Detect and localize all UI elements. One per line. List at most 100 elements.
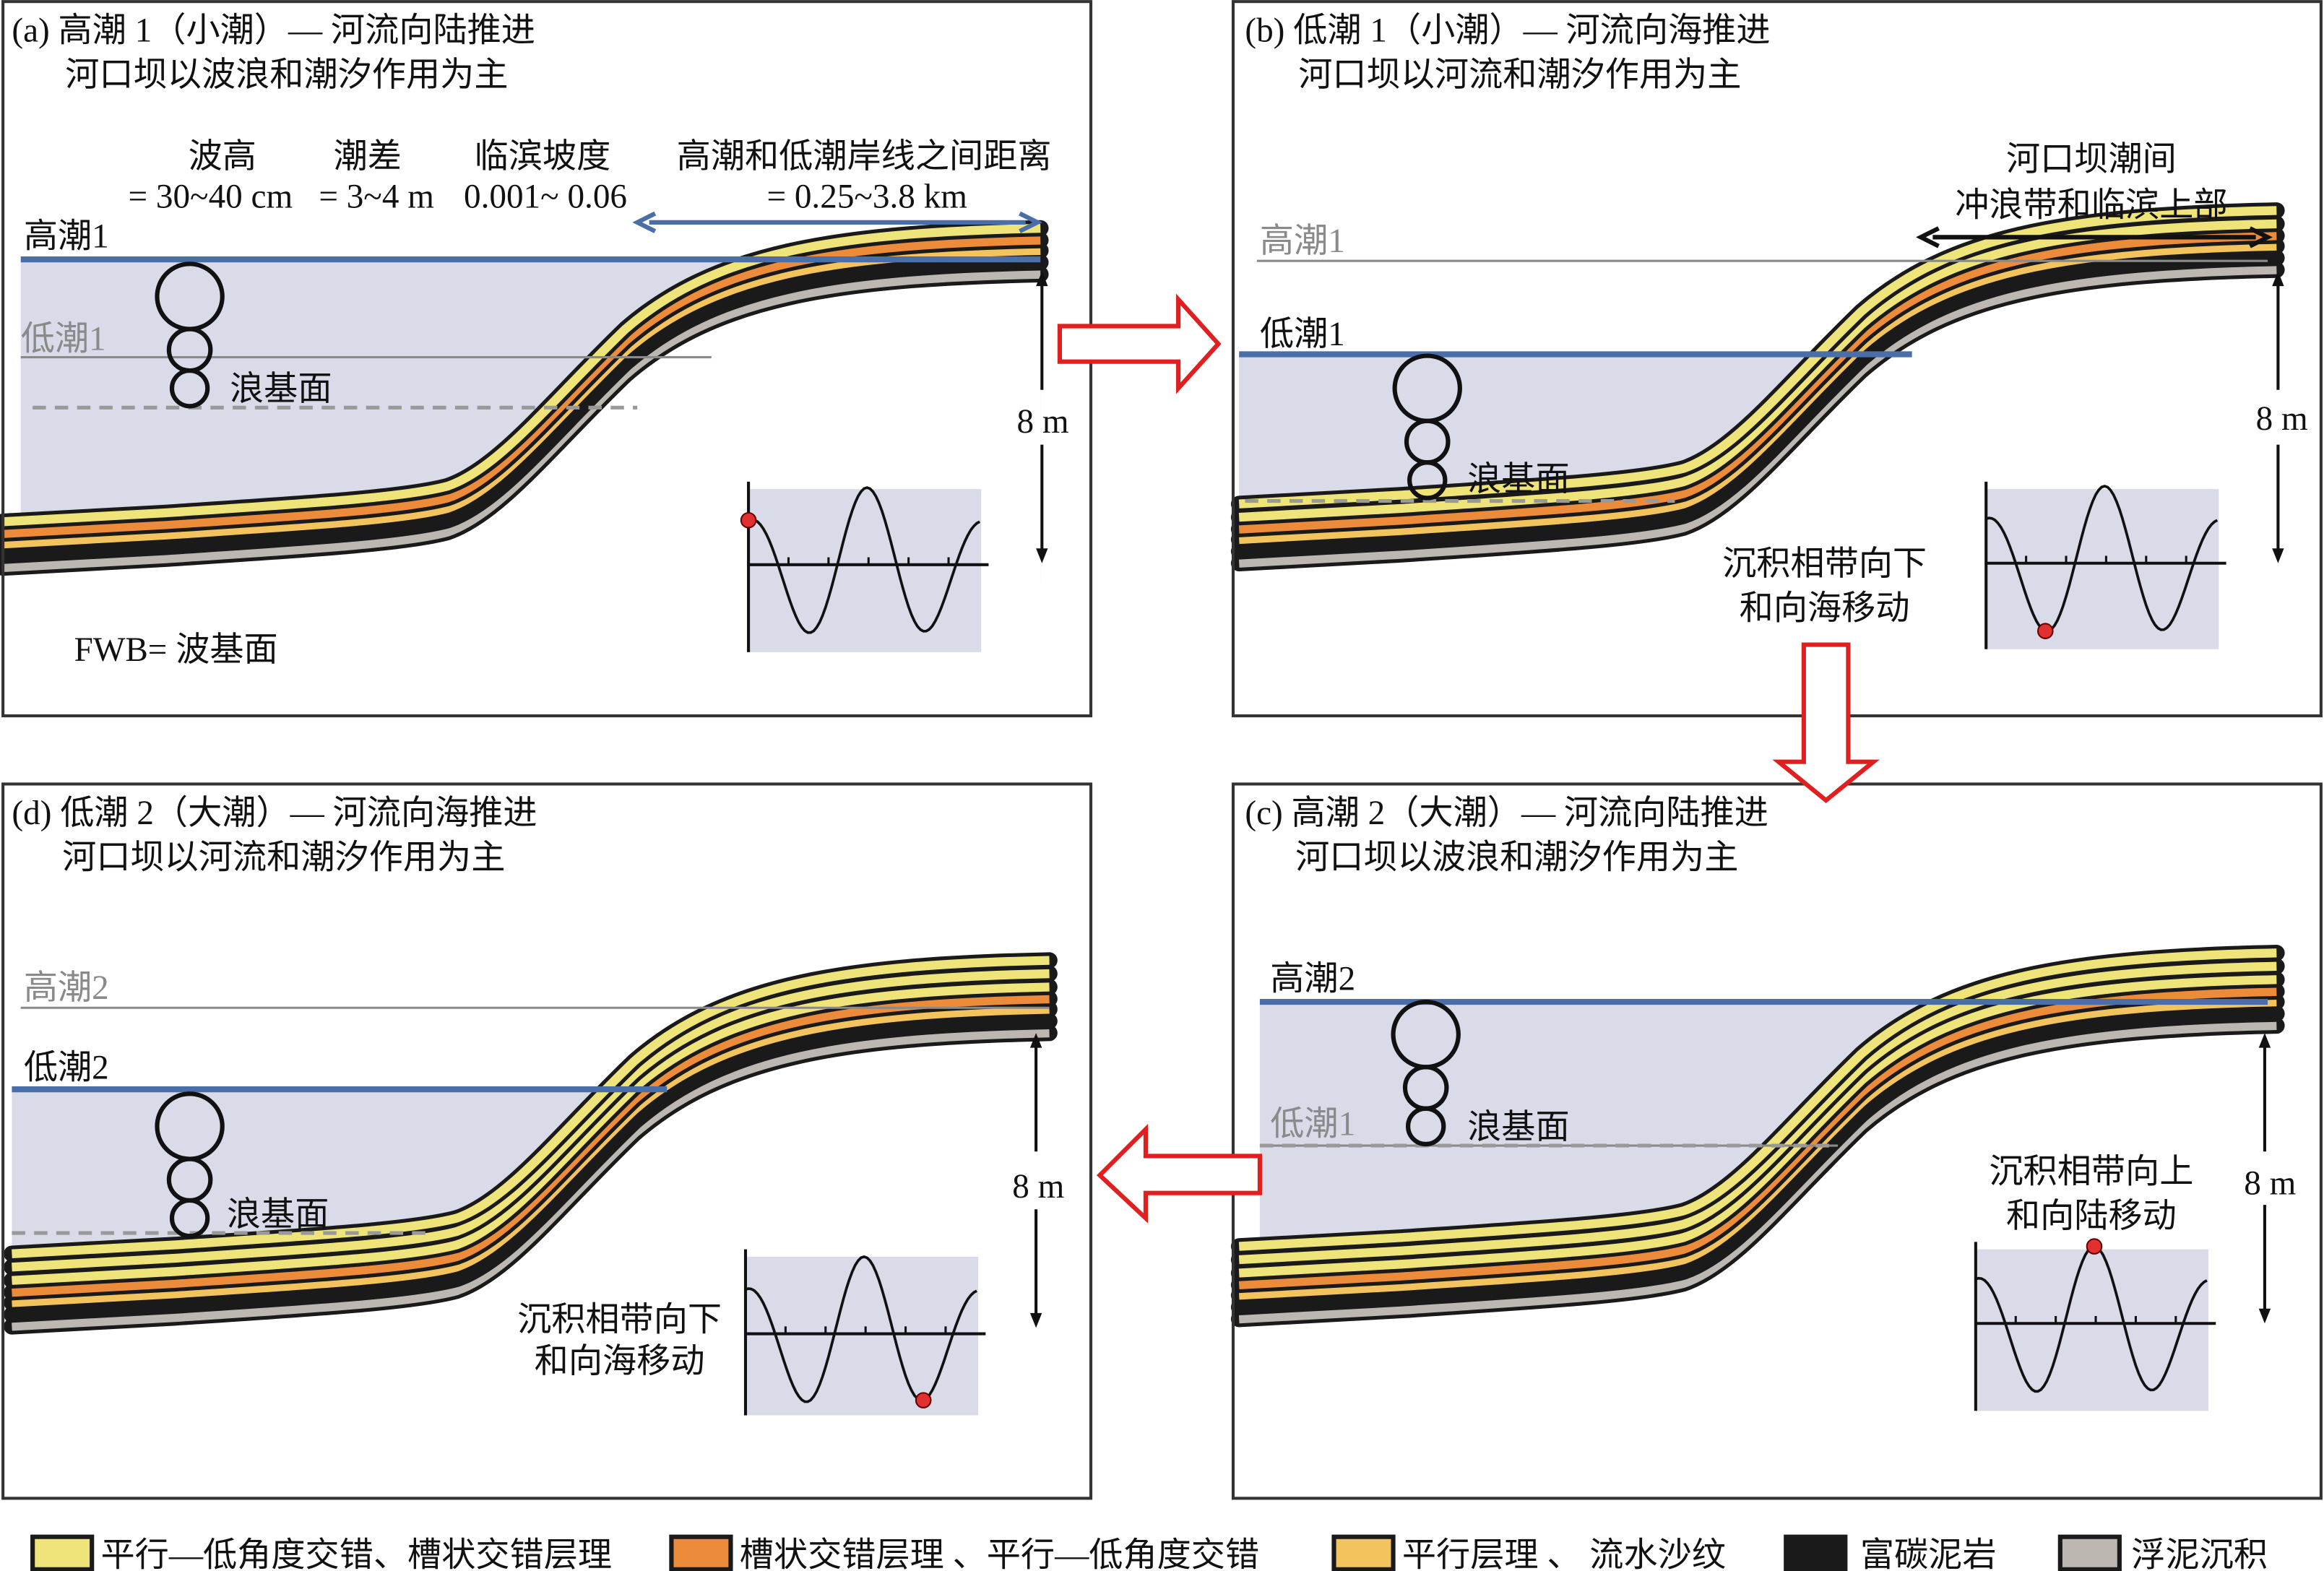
tide-curve xyxy=(1985,485,2219,633)
sediment-layer xyxy=(1238,1021,2277,1324)
arrowhead-icon xyxy=(2272,548,2284,563)
sediment-layer xyxy=(12,994,1050,1297)
panel-c xyxy=(1230,945,2285,1411)
arrowhead-icon xyxy=(1029,1312,1042,1328)
shift-label: 沉积相带向下 xyxy=(517,1302,722,1339)
legend-swatch-yellow xyxy=(30,1534,95,1571)
legend-swatch-grey xyxy=(2057,1534,2122,1571)
panel-c-title: (c) 高潮 2（大潮）— 河流向陆推进 xyxy=(1245,795,1768,832)
panel-d-title: (d) 低潮 2（大潮）— 河流向海推进 xyxy=(12,795,537,832)
arrow-b-to-c-icon xyxy=(1772,642,1880,803)
shift-label: 沉积相带向下 xyxy=(1722,545,1927,583)
arrow-a-to-b-icon xyxy=(1057,293,1222,394)
arrowhead-icon xyxy=(1916,226,1940,248)
height-label: 8 m xyxy=(1016,403,1068,441)
tide-curve-inset xyxy=(1984,481,2226,649)
legend-label: 浮泥沉积 xyxy=(2131,1537,2268,1571)
panel-c-subtitle: 河口坝以波浪和潮汐作用为主 xyxy=(1295,839,1738,876)
low-tide-label: 低潮1 xyxy=(1260,316,1345,353)
param-value: 0.001~ 0.06 xyxy=(464,178,627,215)
high-tide-label: 高潮2 xyxy=(24,969,109,1007)
param-label: 高潮和低潮岸线之间距离 xyxy=(677,138,1052,176)
wave-base-label: 浪基面 xyxy=(1467,1109,1570,1146)
legend-swatch-orange xyxy=(669,1534,733,1571)
arrowhead-icon xyxy=(1029,1033,1042,1048)
wave-orbital-circle xyxy=(169,368,210,409)
panel-b-frame xyxy=(1231,0,2323,718)
legend-swatch-light-orange xyxy=(1331,1534,1396,1571)
sediment-layer xyxy=(1238,1009,2277,1312)
inset-background xyxy=(745,1256,979,1416)
wave-orbital-circle xyxy=(1407,460,1448,501)
param-value: = 30~40 cm xyxy=(128,178,293,215)
high-tide-label: 高潮2 xyxy=(1270,961,1355,998)
arrowhead-icon xyxy=(2272,271,2284,287)
wave-orbital-circle xyxy=(1405,1106,1446,1147)
panel-d-frame xyxy=(1,782,1093,1500)
panel-d-subtitle: 河口坝以河流和潮汐作用为主 xyxy=(62,839,505,876)
inset-background xyxy=(1986,489,2219,649)
wave-base-label: 浪基面 xyxy=(1467,461,1570,498)
tide-stage-dot xyxy=(2037,623,2054,639)
shift-label: 和向海移动 xyxy=(1740,590,1910,628)
tide-curve xyxy=(748,486,981,634)
sediment-layer xyxy=(1238,987,2277,1290)
sediment-layer xyxy=(1238,975,2277,1278)
sediment-layer xyxy=(2,258,1041,561)
zone-label: 河口坝潮间 xyxy=(2006,141,2177,178)
tide-curve-inset xyxy=(740,481,989,652)
height-label: 8 m xyxy=(2256,400,2308,438)
arrowhead-icon xyxy=(2258,1308,2271,1324)
legend: 平行—低角度交错、槽状交错层理 槽状交错层理 、平行—低角度交错 平行层理 、 … xyxy=(30,1534,2268,1571)
arrowhead-icon xyxy=(2258,1033,2271,1048)
param-label: 临滨坡度 xyxy=(475,138,611,176)
sediment-layer xyxy=(1238,265,2277,568)
shift-label: 沉积相带向上 xyxy=(1989,1153,2193,1190)
zone-label: 冲浪带和临滨上部 xyxy=(1955,187,2227,225)
arrowhead-icon xyxy=(1019,211,1043,233)
arrowhead-icon xyxy=(2249,226,2273,248)
sediment-layer xyxy=(2,269,1041,573)
sediment-layer xyxy=(1238,948,2277,1251)
height-label: 8 m xyxy=(2244,1165,2296,1203)
arrowhead-icon xyxy=(632,211,657,233)
tide-curve-inset xyxy=(1974,1238,2216,1411)
sediment-layer xyxy=(1238,231,2277,534)
param-label: 波高 xyxy=(189,138,256,176)
sediment-layer xyxy=(1238,206,2277,508)
wave-base-label: 浪基面 xyxy=(227,1196,329,1234)
panel-a-subtitle: 河口坝以波浪和潮汐作用为主 xyxy=(65,56,508,94)
legend-label: 平行—低角度交错、槽状交错层理 xyxy=(101,1537,613,1571)
panel-b-subtitle: 河口坝以河流和潮汐作用为主 xyxy=(1298,56,1741,94)
arrow-c-to-d-icon xyxy=(1096,1124,1262,1224)
legend-label: 富碳泥岩 xyxy=(1860,1537,1997,1571)
low-tide-label: 低潮1 xyxy=(21,320,106,358)
shift-label: 和向陆移动 xyxy=(2006,1198,2177,1235)
legend-label: 槽状交错层理 、平行—低角度交错 xyxy=(740,1537,1259,1571)
arrowhead-icon xyxy=(1036,548,1048,563)
height-label: 8 m xyxy=(1012,1168,1064,1206)
wave-orbital-circle xyxy=(169,1198,210,1239)
tide-stage-dot xyxy=(740,511,757,529)
low-tide-label: 低潮2 xyxy=(24,1050,109,1087)
high-tide-label: 高潮1 xyxy=(1260,222,1345,260)
tide-stage-dot xyxy=(915,1392,932,1408)
panel-b-title: (b) 低潮 1（小潮）— 河流向海推进 xyxy=(1245,12,1770,50)
footnote: FWB= 波基面 xyxy=(74,631,278,669)
tide-curve-inset xyxy=(743,1249,986,1416)
high-tide-label: 高潮1 xyxy=(24,218,109,256)
tide-curve xyxy=(745,1255,977,1403)
panel-a-title: (a) 高潮 1（小潮）— 河流向陆推进 xyxy=(12,12,535,50)
panel-c-frame xyxy=(1231,782,2323,1500)
param-value: = 3~4 m xyxy=(319,178,434,215)
panel-d xyxy=(4,952,1058,1416)
legend-label: 平行层理 、 流水沙纹 xyxy=(1402,1537,1726,1571)
panel-b xyxy=(1230,202,2285,649)
sediment-layer xyxy=(12,1016,1050,1320)
tide-stage-dot xyxy=(2086,1238,2103,1255)
inset-background xyxy=(748,489,982,652)
sediment-layer xyxy=(1238,253,2277,556)
arrowhead-icon xyxy=(1036,271,1048,287)
sediment-layer xyxy=(12,969,1050,1272)
